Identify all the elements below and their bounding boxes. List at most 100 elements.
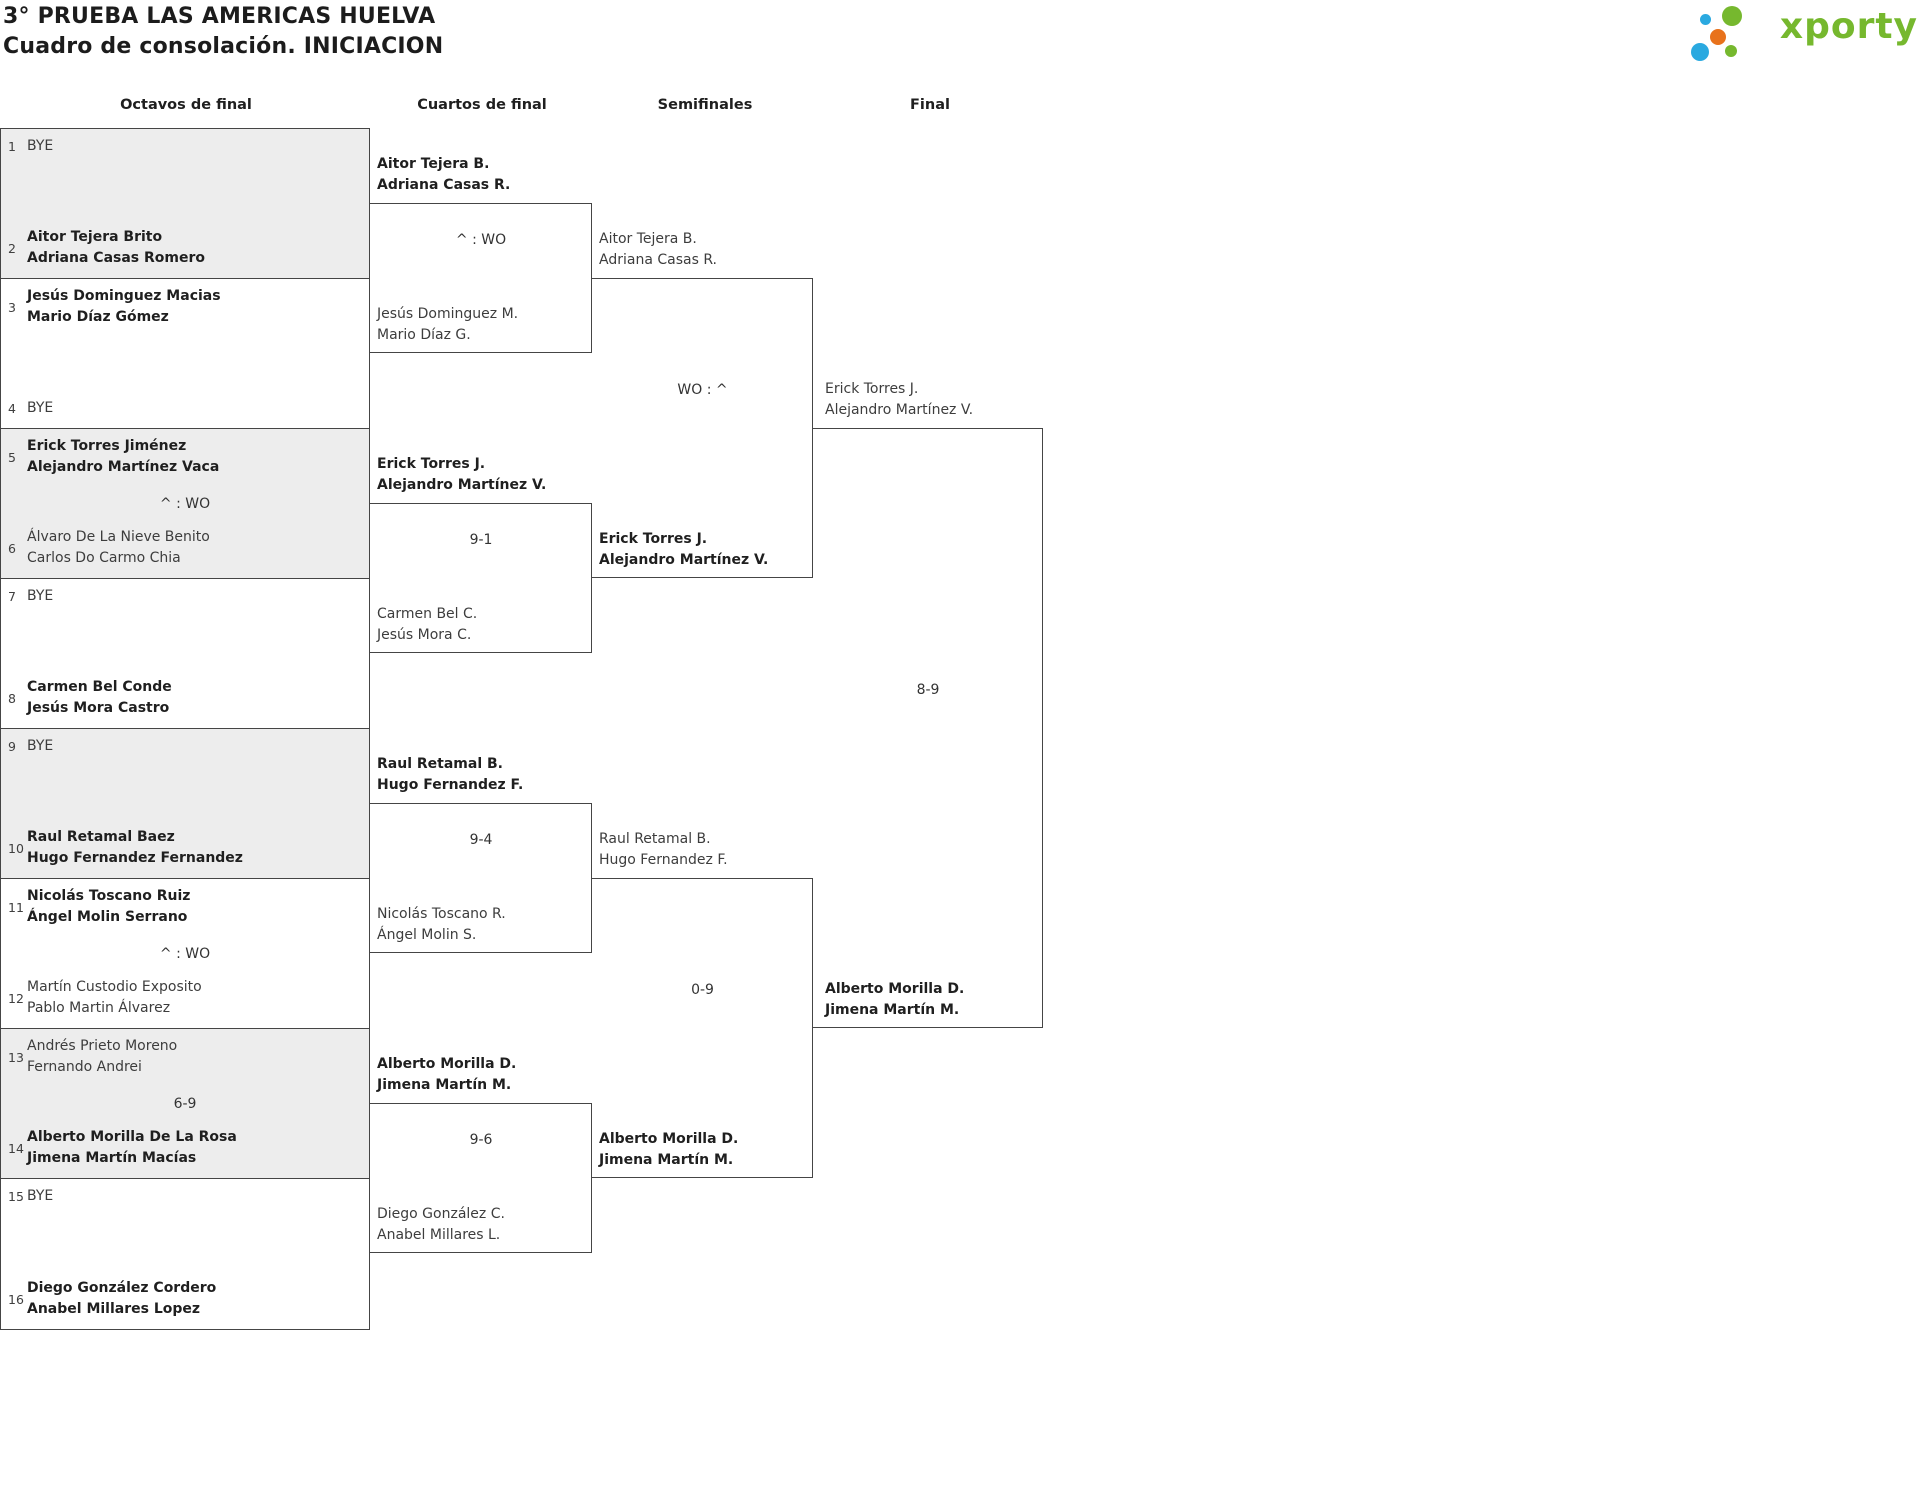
player-name: BYE — [27, 1188, 54, 1204]
seed-number: 6 — [8, 540, 16, 556]
page-subtitle: Cuadro de consolación. INICIACION — [3, 34, 444, 59]
player-name: Anabel Millares L. — [377, 1227, 501, 1243]
slot-cuartos-1b: Jesús Dominguez M. Mario Díaz G. — [377, 304, 518, 346]
match-box-octavos-5: 9 BYE 10 Raul Retamal Baez Hugo Fernande… — [1, 729, 369, 879]
team-slot: 7 BYE — [1, 586, 369, 607]
title-block: 3° PRUEBA LAS AMERICAS HUELVA Cuadro de … — [3, 2, 443, 62]
bracket-line-cuartos-4 — [370, 1103, 592, 1253]
player-name: Raul Retamal B. — [377, 756, 503, 772]
match-box-octavos-4: 7 BYE 8 Carmen Bel Conde Jesús Mora Cast… — [1, 579, 369, 729]
seed-number: 10 — [8, 840, 24, 856]
player-name: Aitor Tejera Brito — [27, 229, 163, 245]
team-slot: 16 Diego González Cordero Anabel Millare… — [1, 1278, 369, 1320]
bracket-line-cuartos-3 — [370, 803, 592, 953]
player-name: Alberto Morilla D. — [825, 981, 965, 997]
match-box-octavos-1: 1 BYE 2 Aitor Tejera Brito Adriana Casas… — [1, 129, 369, 279]
player-name: Carmen Bel Conde — [27, 679, 172, 695]
player-name: Aitor Tejera B. — [377, 156, 490, 172]
team-slot: 10 Raul Retamal Baez Hugo Fernandez Fern… — [1, 827, 369, 869]
player-name: Nicolás Toscano R. — [377, 906, 506, 922]
seed-number: 15 — [8, 1189, 24, 1204]
player-name: Hugo Fernandez F. — [599, 852, 728, 868]
player-name: Alejandro Martínez V. — [377, 477, 547, 493]
player-name: Adriana Casas R. — [599, 252, 717, 268]
bracket-line-final — [813, 428, 1043, 1028]
player-name: Hugo Fernandez F. — [377, 777, 524, 793]
seed-number: 2 — [8, 240, 16, 256]
player-name: BYE — [27, 400, 54, 416]
slot-semifinal-1b: Erick Torres J. Alejandro Martínez V. — [599, 529, 768, 571]
player-name: Raul Retamal Baez — [27, 829, 175, 845]
player-name: Pablo Martin Álvarez — [27, 1000, 171, 1016]
player-name: Erick Torres J. — [377, 456, 486, 472]
match-score: 6-9 — [173, 1096, 197, 1112]
slot-cuartos-3b: Nicolás Toscano R. Ángel Molin S. — [377, 904, 506, 946]
player-name: Hugo Fernandez Fernandez — [27, 850, 243, 866]
player-name: Jesús Dominguez Macias — [27, 288, 221, 304]
player-name: Jesús Mora C. — [377, 627, 472, 643]
team-slot: 5 Erick Torres Jiménez Alejandro Martíne… — [1, 436, 369, 478]
team-slot: 13 Andrés Prieto Moreno Fernando Andrei — [1, 1036, 369, 1078]
bracket-line-cuartos-2 — [370, 503, 592, 653]
team-slot: 3 Jesús Dominguez Macias Mario Díaz Góme… — [1, 286, 369, 328]
logo-dot-icon — [1710, 29, 1726, 45]
slot-cuartos-4a: Alberto Morilla D. Jimena Martín M. — [377, 1054, 516, 1096]
player-name: Adriana Casas R. — [377, 177, 511, 193]
player-name: Carlos Do Carmo Chia — [27, 550, 181, 566]
seed-number: 16 — [8, 1291, 24, 1307]
player-name: Anabel Millares Lopez — [27, 1301, 201, 1317]
bracket-line-semifinal-2 — [592, 878, 813, 1178]
round-header-cuartos: Cuartos de final — [417, 97, 547, 113]
score-final: 8-9 — [916, 682, 940, 698]
slot-cuartos-4b: Diego González C. Anabel Millares L. — [377, 1204, 505, 1246]
round-header-octavos: Octavos de final — [120, 97, 252, 113]
match-score: ^ : WO — [159, 946, 211, 962]
logo-dot-icon — [1700, 14, 1711, 25]
player-name: Jimena Martín M. — [599, 1152, 734, 1168]
team-slot: 2 Aitor Tejera Brito Adriana Casas Romer… — [1, 227, 369, 269]
slot-cuartos-2b: Carmen Bel C. Jesús Mora C. — [377, 604, 477, 646]
match-box-octavos-6: 11 Nicolás Toscano Ruiz Ángel Molin Serr… — [1, 879, 369, 1029]
player-name: Erick Torres Jiménez — [27, 438, 187, 454]
score-cuartos-4: 9-6 — [469, 1132, 493, 1148]
seed-number: 1 — [8, 139, 16, 154]
player-name: Alberto Morilla D. — [599, 1131, 739, 1147]
team-slot: 8 Carmen Bel Conde Jesús Mora Castro — [1, 677, 369, 719]
player-name: Erick Torres J. — [599, 531, 708, 547]
player-name: Aitor Tejera B. — [599, 231, 697, 247]
page-title: 3° PRUEBA LAS AMERICAS HUELVA — [3, 4, 436, 29]
team-slot: 15 BYE — [1, 1186, 369, 1207]
player-name: Jesús Mora Castro — [27, 700, 170, 716]
slot-semifinal-1a: Aitor Tejera B. Adriana Casas R. — [599, 229, 717, 271]
player-name: Diego González Cordero — [27, 1280, 217, 1296]
team-slot: 9 BYE — [1, 736, 369, 757]
player-name: BYE — [27, 738, 54, 754]
match-box-octavos-7: 13 Andrés Prieto Moreno Fernando Andrei … — [1, 1029, 369, 1179]
bracket-line-cuartos-1 — [370, 203, 592, 353]
player-name: Alberto Morilla D. — [377, 1056, 517, 1072]
xporty-logo: xporty — [1680, 0, 1920, 70]
slot-semifinal-2b: Alberto Morilla D. Jimena Martín M. — [599, 1129, 738, 1171]
player-name: Álvaro De La Nieve Benito — [27, 529, 210, 545]
player-name: Alejandro Martínez Vaca — [27, 459, 220, 475]
match-box-octavos-3: 5 Erick Torres Jiménez Alejandro Martíne… — [1, 429, 369, 579]
player-name: Carmen Bel C. — [377, 606, 478, 622]
seed-number: 12 — [8, 990, 24, 1006]
team-slot: 6 Álvaro De La Nieve Benito Carlos Do Ca… — [1, 527, 369, 569]
player-name: Jimena Martín Macías — [27, 1150, 197, 1166]
player-name: Alberto Morilla De La Rosa — [27, 1129, 237, 1145]
team-slot: 11 Nicolás Toscano Ruiz Ángel Molin Serr… — [1, 886, 369, 928]
player-name: Jesús Dominguez M. — [377, 306, 519, 322]
player-name: Alejandro Martínez V. — [825, 402, 974, 418]
slot-cuartos-1a: Aitor Tejera B. Adriana Casas R. — [377, 154, 510, 196]
slot-cuartos-3a: Raul Retamal B. Hugo Fernandez F. — [377, 754, 523, 796]
player-name: Raul Retamal B. — [599, 831, 711, 847]
slot-final-b: Alberto Morilla D. Jimena Martín M. — [825, 979, 964, 1021]
team-slot: 12 Martín Custodio Exposito Pablo Martin… — [1, 977, 369, 1019]
player-name: Adriana Casas Romero — [27, 250, 206, 266]
player-name: Mario Díaz Gómez — [27, 309, 169, 325]
player-name: Erick Torres J. — [825, 381, 919, 397]
match-box-octavos-8: 15 BYE 16 Diego González Cordero Anabel … — [1, 1179, 369, 1329]
score-semifinal-1: WO : ^ — [677, 382, 728, 398]
